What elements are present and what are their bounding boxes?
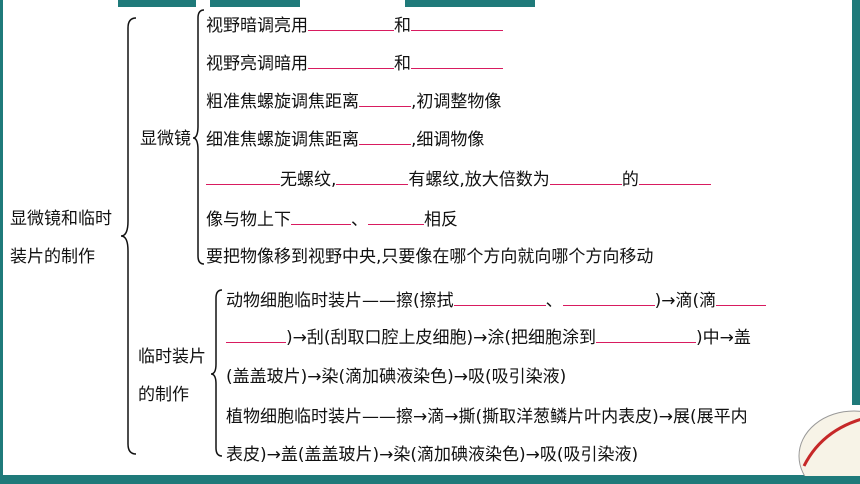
blank[interactable] bbox=[716, 289, 767, 306]
blank[interactable] bbox=[336, 168, 409, 185]
section-microscope-label: 显微镜 bbox=[140, 129, 191, 149]
blank[interactable] bbox=[308, 52, 394, 69]
frame-top-strip-3 bbox=[405, 0, 535, 7]
slide-brace-icon bbox=[210, 289, 223, 457]
line-animal-2: )→刮(刮取口腔上皮细胞)→涂(把细胞涂到)中→盖 bbox=[226, 326, 751, 349]
frame-bottom-bar bbox=[0, 475, 860, 484]
frame-top-strip-1 bbox=[118, 0, 196, 7]
blank[interactable] bbox=[359, 90, 411, 107]
blank[interactable] bbox=[562, 289, 655, 306]
blank[interactable] bbox=[453, 289, 546, 306]
blank[interactable] bbox=[206, 168, 280, 185]
line-move-image: 要把物像移到视野中央,只要像在哪个方向就向哪个方向移动 bbox=[206, 247, 654, 267]
blank[interactable] bbox=[596, 326, 697, 343]
main-brace-icon bbox=[120, 17, 137, 455]
line-plant-2: 表皮)→盖(盖盖玻片)→染(滴加碘液染色)→吸(吸引染液) bbox=[226, 445, 639, 465]
blank[interactable] bbox=[638, 168, 711, 185]
blank[interactable] bbox=[308, 14, 394, 31]
blank[interactable] bbox=[291, 208, 351, 225]
line-lens-thread: 无螺纹,有螺纹,放大倍数为的 bbox=[206, 168, 711, 191]
blank[interactable] bbox=[359, 128, 411, 145]
line-plant-1: 植物细胞临时装片——擦→滴→撕(撕取洋葱鳞片叶内表皮)→展(展平内 bbox=[226, 407, 748, 427]
root-label-line1: 显微镜和临时 bbox=[10, 209, 112, 229]
line-coarse-focus: 粗准焦螺旋调焦距离,初调整物像 bbox=[206, 90, 502, 112]
frame-top-strip-2 bbox=[210, 0, 300, 7]
line-bright-to-dark: 视野亮调暗用和 bbox=[206, 52, 503, 75]
blank[interactable] bbox=[549, 168, 622, 185]
root-label-line2: 装片的制作 bbox=[10, 247, 95, 267]
line-image-inverted: 像与物上下、相反 bbox=[206, 208, 458, 230]
frame-right-bar bbox=[852, 0, 860, 405]
blank[interactable] bbox=[368, 208, 424, 225]
corner-decoration-icon bbox=[798, 410, 860, 476]
section-slide-label-line2: 的制作 bbox=[138, 385, 189, 405]
line-animal-3: (盖盖玻片)→染(滴加碘液染色)→吸(吸引染液) bbox=[226, 367, 567, 387]
microscope-brace-icon bbox=[192, 9, 205, 265]
frame-left-bar bbox=[0, 0, 3, 484]
line-fine-focus: 细准焦螺旋调焦距离,细调物像 bbox=[206, 128, 485, 150]
section-slide-label-line1: 临时装片 bbox=[138, 347, 206, 367]
line-animal-1: 动物细胞临时装片——擦(擦拭、)→滴(滴 bbox=[226, 289, 767, 312]
blank[interactable] bbox=[226, 326, 286, 343]
blank[interactable] bbox=[411, 14, 503, 31]
line-dark-to-bright: 视野暗调亮用和 bbox=[206, 14, 503, 37]
blank[interactable] bbox=[411, 52, 503, 69]
